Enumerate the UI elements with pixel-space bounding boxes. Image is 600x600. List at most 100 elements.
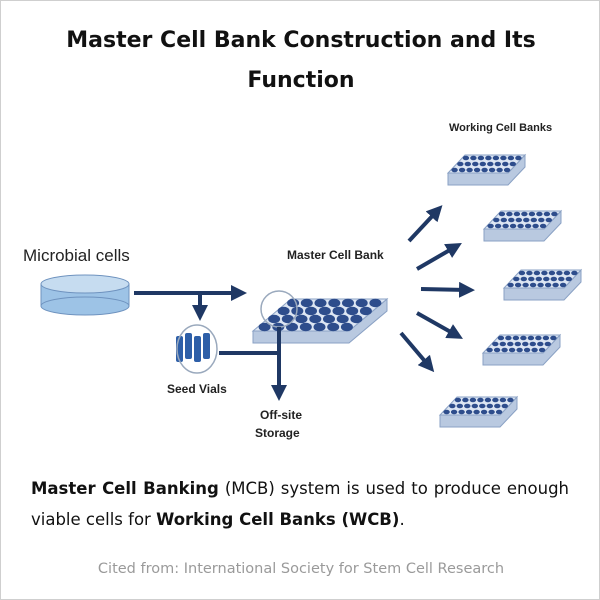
well bbox=[522, 282, 529, 288]
well bbox=[286, 322, 298, 332]
well bbox=[486, 403, 493, 409]
well bbox=[535, 335, 542, 341]
well bbox=[515, 217, 522, 223]
well bbox=[529, 282, 537, 288]
working-cell-bank-plate-2 bbox=[482, 209, 563, 242]
well bbox=[523, 217, 530, 223]
well bbox=[258, 322, 271, 332]
well bbox=[342, 298, 354, 308]
well bbox=[550, 335, 557, 341]
well bbox=[520, 335, 527, 341]
arrow-wcb-1 bbox=[407, 205, 443, 243]
well bbox=[538, 347, 546, 353]
master-cell-bank-wells bbox=[258, 298, 382, 332]
arrow-wcb-4 bbox=[416, 311, 463, 339]
well bbox=[522, 341, 529, 347]
well bbox=[295, 314, 308, 324]
caption: Master Cell Banking (MCB) system is used… bbox=[31, 473, 569, 535]
well bbox=[494, 161, 501, 167]
arrow-wcb-2 bbox=[415, 242, 462, 271]
working-cell-bank-plate-3 bbox=[502, 268, 583, 301]
well bbox=[473, 167, 481, 173]
caption-bold-wcb: Working Cell Banks (WCB) bbox=[156, 510, 400, 529]
well bbox=[501, 403, 508, 409]
working-cell-banks-label: Working Cell Banks bbox=[449, 122, 552, 134]
well bbox=[509, 223, 517, 229]
well bbox=[503, 167, 511, 173]
well bbox=[456, 403, 463, 409]
well bbox=[328, 298, 341, 308]
well bbox=[545, 217, 552, 223]
well bbox=[488, 167, 496, 173]
well bbox=[469, 397, 477, 403]
well bbox=[471, 403, 478, 409]
well bbox=[484, 397, 492, 403]
well bbox=[537, 341, 544, 347]
well bbox=[530, 217, 537, 223]
well bbox=[462, 397, 469, 403]
master-cell-bank-plate bbox=[251, 290, 389, 344]
well bbox=[531, 347, 538, 353]
well bbox=[514, 341, 521, 347]
well bbox=[528, 211, 536, 217]
well bbox=[507, 155, 515, 161]
well bbox=[323, 314, 335, 324]
well bbox=[514, 282, 522, 288]
well bbox=[495, 409, 503, 415]
well bbox=[457, 161, 464, 167]
well bbox=[488, 409, 495, 415]
well bbox=[507, 282, 514, 288]
well bbox=[521, 211, 528, 217]
mcb-diagram: Microbial cells Master Cell Bank Seed Vi… bbox=[23, 122, 583, 440]
well bbox=[520, 276, 527, 282]
well bbox=[535, 276, 542, 282]
well bbox=[450, 409, 458, 415]
well bbox=[563, 270, 571, 276]
well bbox=[532, 223, 539, 229]
well bbox=[501, 347, 508, 353]
well bbox=[505, 335, 512, 341]
well bbox=[481, 167, 488, 173]
well bbox=[512, 335, 520, 341]
well bbox=[499, 341, 506, 347]
offsite-storage-label-line1: Off-site bbox=[260, 408, 302, 422]
well bbox=[508, 217, 515, 223]
well bbox=[550, 276, 557, 282]
well bbox=[277, 306, 290, 316]
well bbox=[517, 223, 524, 229]
well bbox=[559, 282, 567, 288]
flow-arrows bbox=[134, 285, 287, 401]
well bbox=[479, 403, 486, 409]
microbial-cells-dish bbox=[40, 274, 130, 316]
well bbox=[551, 211, 558, 217]
fanout-arrows bbox=[399, 205, 475, 373]
well bbox=[340, 322, 353, 332]
well bbox=[497, 335, 505, 341]
well bbox=[487, 223, 494, 229]
well bbox=[305, 306, 317, 316]
arrow-wcb-3 bbox=[420, 281, 475, 298]
well bbox=[466, 167, 473, 173]
caption-bold-mcb: Master Cell Banking bbox=[31, 479, 219, 498]
well bbox=[548, 270, 556, 276]
well bbox=[509, 161, 516, 167]
microbial-cells-label: Microbial cells bbox=[23, 246, 130, 265]
well bbox=[454, 397, 462, 403]
well bbox=[268, 314, 281, 324]
well bbox=[528, 276, 535, 282]
well bbox=[571, 270, 578, 276]
well bbox=[542, 335, 550, 341]
well bbox=[507, 341, 514, 347]
well bbox=[493, 217, 500, 223]
well bbox=[487, 161, 494, 167]
well bbox=[369, 298, 382, 308]
working-cell-bank-plates bbox=[438, 153, 583, 428]
well bbox=[526, 270, 533, 276]
well bbox=[477, 155, 485, 161]
well bbox=[496, 167, 503, 173]
well bbox=[533, 270, 541, 276]
well bbox=[458, 167, 466, 173]
well bbox=[451, 167, 458, 173]
working-cell-bank-plate-4 bbox=[481, 333, 562, 366]
well bbox=[527, 335, 535, 341]
